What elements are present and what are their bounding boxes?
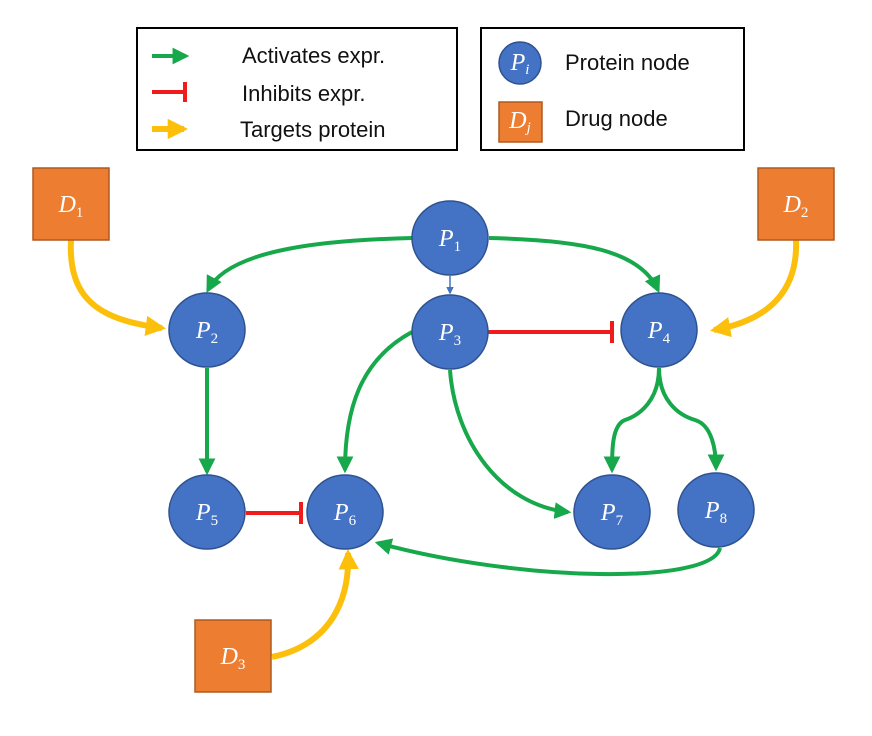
protein-node-p8[interactable]: P8 <box>677 472 755 548</box>
legend-activates-label: Activates expr. <box>242 43 385 68</box>
p5-circle <box>168 474 246 550</box>
activation-edges <box>198 236 725 577</box>
legend-inhibits-label: Inhibits expr. <box>242 81 366 106</box>
p5-label: P5 <box>195 500 218 529</box>
p6-label: P6 <box>333 500 357 529</box>
p1-circle <box>411 200 489 276</box>
p2-circle <box>168 292 246 368</box>
d1-label: D1 <box>58 192 84 221</box>
legend-targets-label: Targets protein <box>240 117 386 142</box>
drug-nodes: D1 D2 D3 <box>32 167 835 693</box>
drug-node-d3[interactable]: D3 <box>194 619 272 693</box>
p2-label: P2 <box>195 318 218 347</box>
protein-nodes: P1 P2 P3 P4 P5 P6 P7 P8 <box>168 200 755 550</box>
protein-node-p4[interactable]: P4 <box>620 292 698 368</box>
edge-p1-p2 <box>206 236 413 293</box>
drug-node-d1[interactable]: D1 <box>32 167 110 241</box>
p1-label: P1 <box>438 226 461 255</box>
protein-node-p3[interactable]: P3 <box>411 294 489 370</box>
p3-circle <box>411 294 489 370</box>
edge-d1-p2 <box>67 239 167 337</box>
edge-legend-frame <box>136 27 458 151</box>
protein-node-p6[interactable]: P6 <box>306 474 384 550</box>
d2-label: D2 <box>783 192 809 221</box>
d3-box <box>194 619 272 693</box>
protein-node-p1[interactable]: P1 <box>411 200 489 276</box>
p3-label: P3 <box>438 320 461 349</box>
edge-p4-p7 <box>603 367 661 474</box>
p6-circle <box>306 474 384 550</box>
legend-drug-symbol: Dj <box>508 108 531 136</box>
protein-node-p5[interactable]: P5 <box>168 474 246 550</box>
p8-circle <box>677 472 755 548</box>
edge-d2-p4 <box>709 239 800 338</box>
p7-circle <box>573 474 651 550</box>
edge-p4-p8 <box>657 367 725 472</box>
p4-circle <box>620 292 698 368</box>
edge-p3-p6 <box>336 330 413 474</box>
node-legend: Pi Protein node Dj Drug node <box>480 27 745 151</box>
protein-node-p2[interactable]: P2 <box>168 292 246 368</box>
drug-node-d2[interactable]: D2 <box>757 167 835 241</box>
edge-p8-p6 <box>374 538 722 577</box>
legend-drug-label: Drug node <box>565 106 668 131</box>
edge-d3-p6 <box>271 548 359 660</box>
legend-protein-symbol: Pi <box>510 50 530 78</box>
p4-label: P4 <box>647 318 671 347</box>
d2-box <box>757 167 835 241</box>
target-edges <box>67 239 800 660</box>
p8-label: P8 <box>704 498 727 527</box>
edge-legend: Activates expr. Inhibits expr. Targets p… <box>136 27 458 151</box>
edge-p3-p7 <box>448 369 572 519</box>
inhibition-edges <box>246 321 614 524</box>
legend-protein-label: Protein node <box>565 50 690 75</box>
d1-box <box>32 167 110 241</box>
edge-p1-p4 <box>488 236 661 294</box>
protein-node-p7[interactable]: P7 <box>573 474 651 550</box>
legend-drug-node <box>498 101 543 143</box>
legend-protein-node <box>498 41 542 85</box>
p7-label: P7 <box>600 500 624 529</box>
d3-label: D3 <box>220 644 246 673</box>
